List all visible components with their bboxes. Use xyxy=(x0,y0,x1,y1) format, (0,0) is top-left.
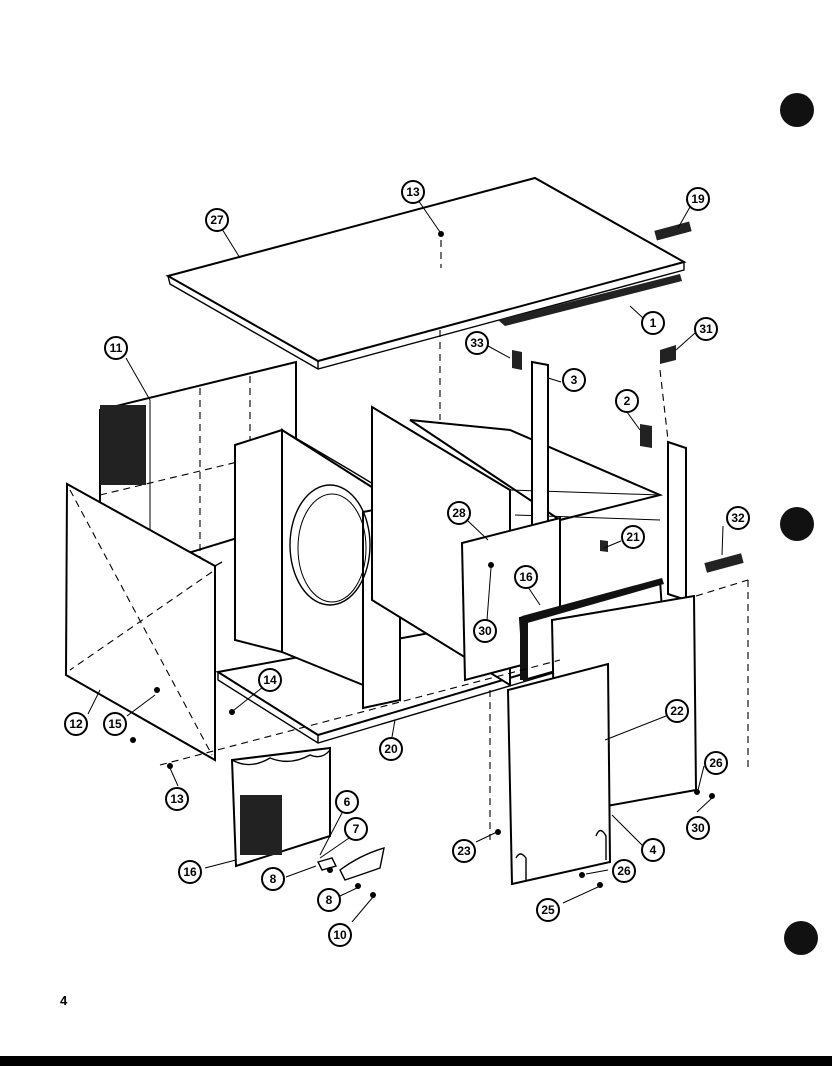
svg-text:15: 15 xyxy=(108,717,122,731)
svg-text:19: 19 xyxy=(691,192,705,206)
svg-text:22: 22 xyxy=(670,704,684,718)
svg-text:20: 20 xyxy=(384,742,398,756)
svg-text:32: 32 xyxy=(731,511,745,525)
front-door-panel xyxy=(506,662,612,886)
callout-12: 12 xyxy=(64,712,88,736)
svg-text:28: 28 xyxy=(452,506,466,520)
svg-text:2: 2 xyxy=(624,394,631,408)
callout-11: 11 xyxy=(104,336,128,360)
svg-text:14: 14 xyxy=(263,673,277,687)
svg-text:4: 4 xyxy=(650,843,657,857)
callout-28: 30 xyxy=(473,619,497,643)
left-side-panel xyxy=(64,482,223,762)
page-bottom-border xyxy=(0,1056,832,1066)
callout-26-bottom: 26 xyxy=(612,859,636,883)
binder-hole-bottom xyxy=(784,921,818,955)
svg-text:12: 12 xyxy=(69,717,83,731)
callout-30: 30 xyxy=(686,816,710,840)
callout-6: 6 xyxy=(335,790,359,814)
svg-text:26: 26 xyxy=(617,864,631,878)
page-number: 4 xyxy=(60,993,68,1008)
callout-3: 3 xyxy=(562,368,586,392)
callout-23: 22 xyxy=(665,699,689,723)
callout-21: 20 xyxy=(379,737,403,761)
svg-text:30: 30 xyxy=(691,821,705,835)
binder-hole-middle xyxy=(780,507,814,541)
svg-text:31: 31 xyxy=(699,322,713,336)
svg-text:26: 26 xyxy=(709,756,723,770)
callout-26-right: 26 xyxy=(704,751,728,775)
small-parts xyxy=(130,221,744,898)
callout-20: 19 xyxy=(686,187,710,211)
callout-16-grille: 16 xyxy=(178,860,202,884)
front-grille xyxy=(230,746,331,868)
callout-22: 21 xyxy=(621,525,645,549)
svg-text:8: 8 xyxy=(326,893,333,907)
callout-7: 7 xyxy=(344,817,368,841)
callout-32: 32 xyxy=(726,506,750,530)
callout-13-top: 13 xyxy=(401,180,425,204)
svg-text:23: 23 xyxy=(457,844,471,858)
svg-text:21: 21 xyxy=(626,530,640,544)
callout-33: 33 xyxy=(465,331,489,355)
svg-text:7: 7 xyxy=(353,822,360,836)
svg-text:1: 1 xyxy=(650,316,657,330)
svg-text:8: 8 xyxy=(270,872,277,886)
svg-text:33: 33 xyxy=(470,336,484,350)
callouts: 27 13 19 1 31 33 3 2 11 28 32 21 16 30 1… xyxy=(64,180,750,947)
svg-text:10: 10 xyxy=(333,928,347,942)
svg-text:16: 16 xyxy=(519,570,533,584)
callout-13-bottom: 13 xyxy=(165,787,189,811)
callout-14: 14 xyxy=(258,668,282,692)
svg-text:3: 3 xyxy=(571,373,578,387)
svg-text:11: 11 xyxy=(110,341,123,355)
callout-4: 4 xyxy=(641,838,665,862)
callout-16-filter: 16 xyxy=(514,565,538,589)
callout-15: 15 xyxy=(103,712,127,736)
svg-text:6: 6 xyxy=(344,795,351,809)
svg-text:27: 27 xyxy=(210,213,224,227)
svg-text:13: 13 xyxy=(406,185,420,199)
svg-text:16: 16 xyxy=(183,865,197,879)
callout-10: 10 xyxy=(328,923,352,947)
top-cover xyxy=(165,176,687,370)
callout-8-lower: 8 xyxy=(317,888,341,912)
svg-text:13: 13 xyxy=(170,792,184,806)
binder-hole-top xyxy=(780,93,814,127)
svg-text:25: 25 xyxy=(541,903,555,917)
callout-25: 25 xyxy=(536,898,560,922)
callout-27: 28 xyxy=(447,501,471,525)
callout-8-upper: 8 xyxy=(261,867,285,891)
callout-2: 2 xyxy=(615,389,639,413)
callout-24: 23 xyxy=(452,839,476,863)
callout-31: 31 xyxy=(694,317,718,341)
svg-text:30: 30 xyxy=(478,624,492,638)
callout-19: 27 xyxy=(205,208,229,232)
callout-1: 1 xyxy=(641,311,665,335)
alignment-lines xyxy=(159,240,749,840)
leader-lines xyxy=(87,199,724,923)
